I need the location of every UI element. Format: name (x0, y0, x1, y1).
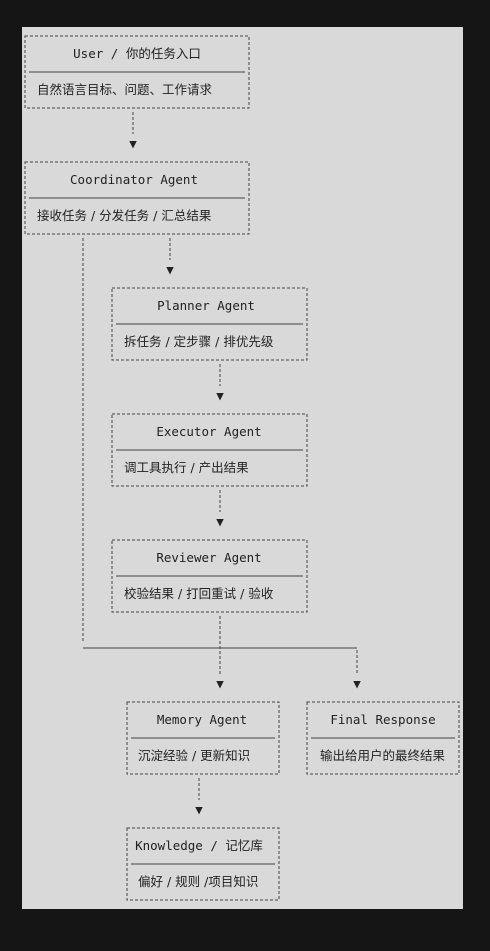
node-user: User / 你的任务入口 自然语言目标、问题、工作请求 (24, 35, 250, 109)
arrow-down-icon: ▼ (195, 802, 203, 817)
node-frame (126, 701, 280, 775)
node-coordinator: Coordinator Agent 接收任务 / 分发任务 / 汇总结果 (24, 161, 250, 235)
node-desc: 接收任务 / 分发任务 / 汇总结果 (37, 208, 212, 223)
connectors (82, 112, 358, 800)
arrow-down-icon: ▼ (216, 514, 224, 529)
node-title: Planner Agent (157, 298, 255, 313)
arrows: ▼ ▼ ▼ ▼ ▼ ▼ ▼ (129, 136, 361, 817)
node-frame (111, 287, 308, 361)
node-desc: 校验结果 / 打回重试 / 验收 (124, 586, 274, 601)
node-frame (24, 35, 250, 109)
node-frame (111, 539, 308, 613)
node-title: User / 你的任务入口 (73, 46, 201, 61)
node-executor: Executor Agent 调工具执行 / 产出结果 (111, 413, 308, 487)
node-title: Knowledge / 记忆库 (135, 838, 263, 853)
arrow-down-icon: ▼ (353, 676, 361, 691)
node-title: Executor Agent (156, 424, 261, 439)
arrow-down-icon: ▼ (166, 262, 174, 277)
node-desc: 沉淀经验 / 更新知识 (138, 748, 250, 763)
node-desc: 自然语言目标、问题、工作请求 (37, 82, 213, 97)
node-frame (126, 827, 280, 901)
arrow-down-icon: ▼ (129, 136, 137, 151)
node-desc: 输出给用户的最终结果 (320, 748, 446, 763)
node-title: Coordinator Agent (70, 172, 198, 187)
node-knowledge: Knowledge / 记忆库 偏好 / 规则 /项目知识 (126, 827, 280, 901)
node-frame (306, 701, 460, 775)
node-title: Final Response (330, 712, 435, 727)
node-memory: Memory Agent 沉淀经验 / 更新知识 (126, 701, 280, 775)
diagram-panel (22, 27, 463, 909)
node-desc: 调工具执行 / 产出结果 (124, 460, 249, 475)
node-frame (24, 161, 250, 235)
node-title: Reviewer Agent (156, 550, 261, 565)
node-title: Memory Agent (157, 712, 247, 727)
node-desc: 拆任务 / 定步骤 / 排优先级 (124, 334, 274, 349)
node-desc: 偏好 / 规则 /项目知识 (138, 874, 258, 889)
node-frame (111, 413, 308, 487)
node-reviewer: Reviewer Agent 校验结果 / 打回重试 / 验收 (111, 539, 308, 613)
node-planner: Planner Agent 拆任务 / 定步骤 / 排优先级 (111, 287, 308, 361)
arrow-down-icon: ▼ (216, 388, 224, 403)
arrow-down-icon: ▼ (216, 676, 224, 691)
node-final-response: Final Response 输出给用户的最终结果 (306, 701, 460, 775)
